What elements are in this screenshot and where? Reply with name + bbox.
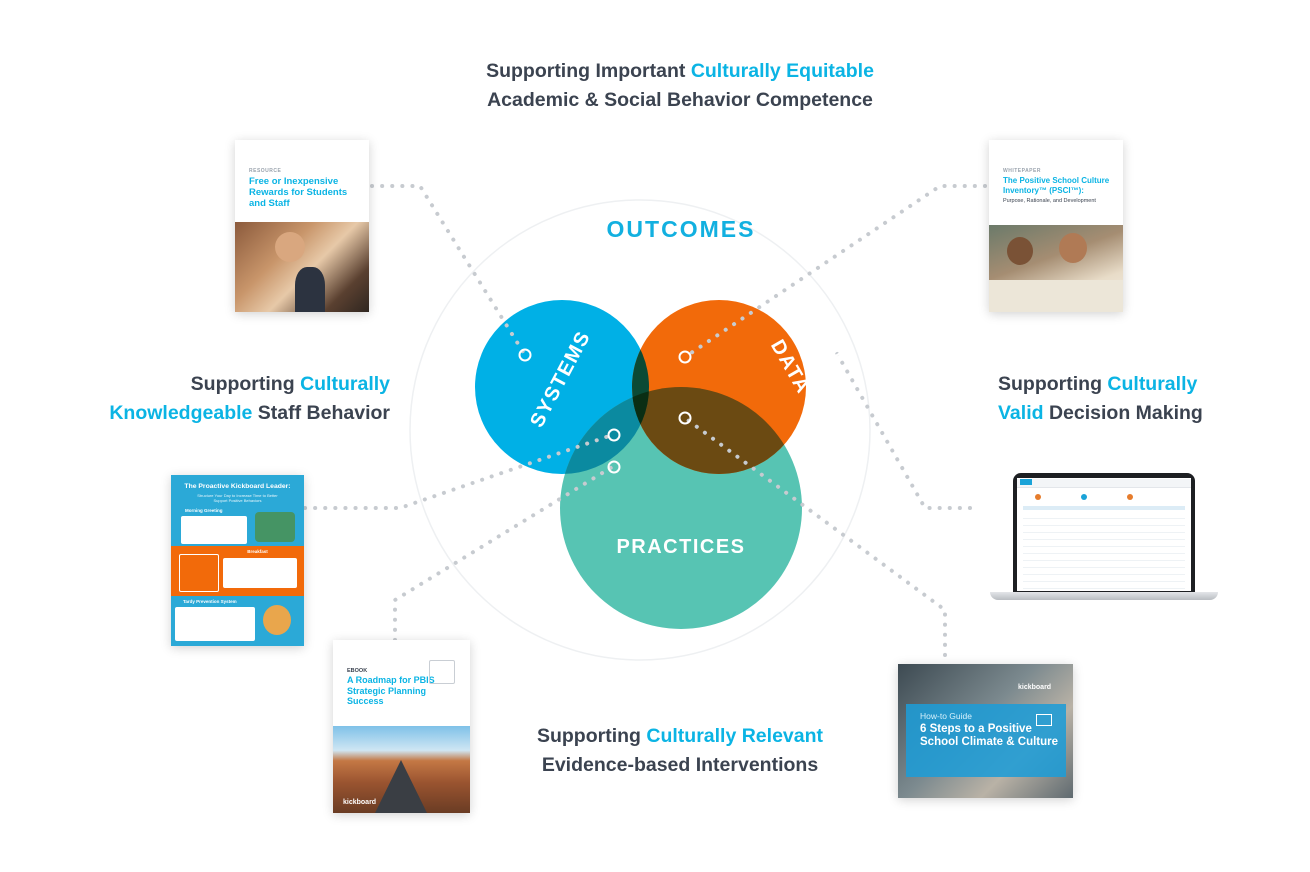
caption-bottom: Supporting Culturally Relevant Evidence-…	[536, 725, 824, 776]
roadmap-ebook-card[interactable]: EBOOK A Roadmap for PBIS Strategic Plann…	[333, 640, 470, 813]
connector-laptop	[833, 348, 972, 510]
roadmap-title: A Roadmap for PBIS Strategic Planning Su…	[347, 675, 435, 706]
caption-left: Supporting Culturally Knowledgeable Staf…	[109, 373, 390, 424]
node-data	[828, 343, 842, 357]
rewards-resource-card[interactable]: RESOURCE Free or Inexpensive Rewards for…	[235, 140, 369, 312]
connector-leader	[303, 433, 614, 510]
dashboard-screen	[1017, 478, 1191, 591]
roadmap-brand: kickboard	[343, 799, 377, 806]
roadmap-photo	[333, 726, 470, 813]
caption-top: Supporting Important Culturally Equitabl…	[486, 60, 874, 111]
leader-subtitle: Structure Your Day to Increase Time to B…	[197, 493, 278, 503]
data-practices-overlap	[632, 387, 802, 474]
leader-title: The Proactive Kickboard Leader:	[184, 483, 291, 490]
node-center	[678, 411, 692, 425]
rewards-title: Free or Inexpensive Rewards for Students…	[249, 176, 348, 209]
psci-subtitle: Purpose, Rationale, and Development	[1003, 198, 1096, 204]
node-systems-practices-1	[607, 428, 621, 442]
map-icon	[429, 660, 455, 684]
outer-ring	[409, 199, 871, 661]
psci-resource-card[interactable]: WHITEPAPER The Positive School Culture I…	[989, 140, 1123, 312]
psci-title: The Positive School Culture Inventory™ (…	[1003, 176, 1110, 195]
steps-kicker: How-to Guide	[920, 711, 972, 721]
rewards-photo	[235, 222, 369, 312]
rewards-kicker: RESOURCE	[249, 168, 282, 174]
connector-rewards	[370, 184, 527, 357]
node-systems	[518, 348, 532, 362]
systems-practices-overlap	[560, 387, 649, 474]
leader-section2: Breakfast	[171, 546, 304, 596]
laptop-base	[990, 592, 1218, 600]
steps-guide-card[interactable]: kickboard How-to Guide 6 Steps to a Posi…	[898, 664, 1073, 798]
leader-section1: Morning Greeting	[177, 508, 298, 546]
roadmap-kicker: EBOOK	[347, 668, 368, 674]
outcomes-label: OUTCOMES	[607, 216, 756, 242]
leader-infographic-card[interactable]: The Proactive Kickboard Leader: Structur…	[171, 475, 304, 646]
presentation-icon	[1036, 714, 1052, 726]
leader-section3: Tardy Prevention System	[171, 597, 304, 646]
psci-kicker: WHITEPAPER	[1003, 168, 1041, 174]
node-systems-data	[678, 350, 692, 364]
node-systems-practices-2	[607, 460, 621, 474]
steps-banner: How-to Guide 6 Steps to a Positive Schoo…	[906, 704, 1066, 777]
caption-right: Supporting Culturally Valid Decision Mak…	[998, 373, 1203, 424]
steps-brand: kickboard	[1018, 684, 1052, 691]
psci-photo	[989, 225, 1123, 312]
steps-title: 6 Steps to a Positive School Climate & C…	[920, 723, 1059, 748]
practices-label: PRACTICES	[616, 536, 745, 558]
connector-roadmap	[393, 465, 614, 642]
